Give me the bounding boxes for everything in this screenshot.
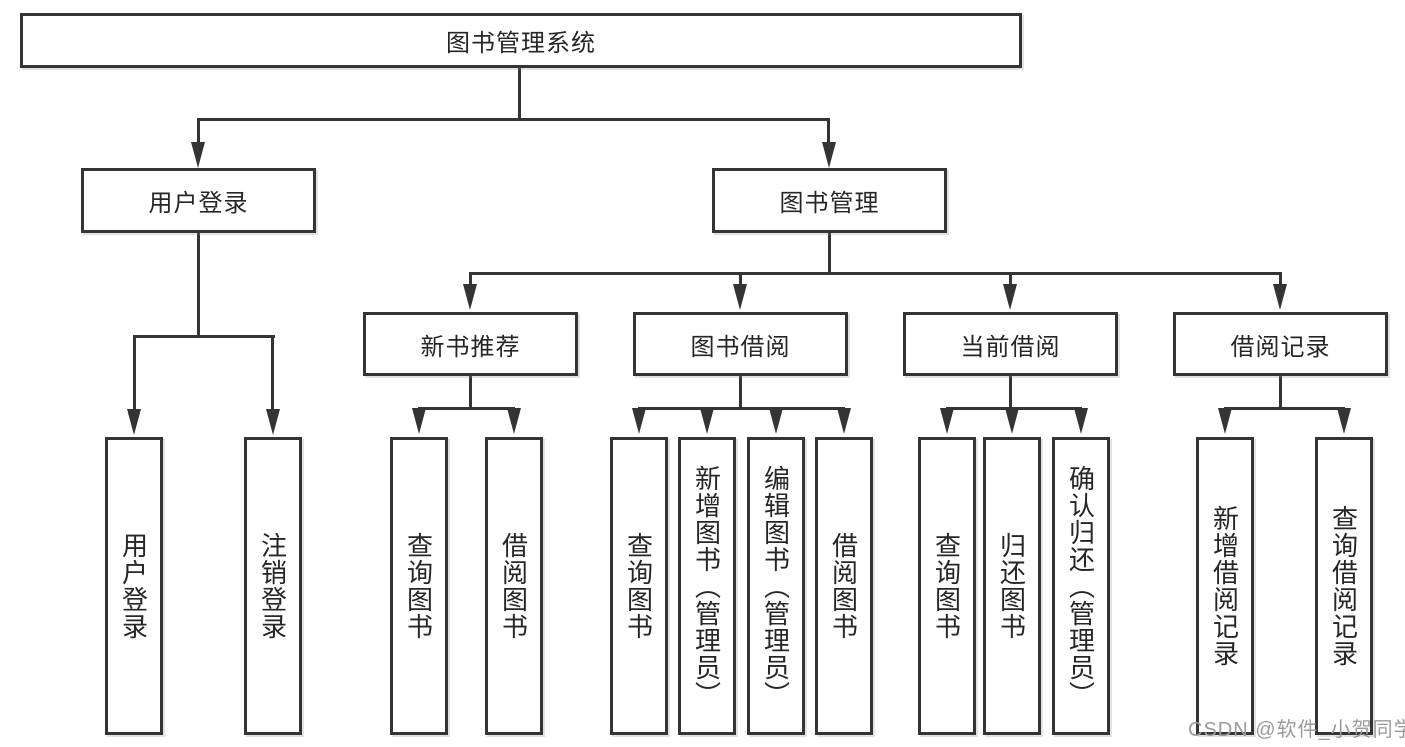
connector-line — [469, 376, 472, 409]
connector-line — [518, 68, 521, 120]
connector-arrow — [1005, 408, 1019, 434]
leaf-query-borrow-record: 查询借阅记录 — [1315, 437, 1373, 735]
connector-line — [271, 335, 274, 409]
leaf-query-books-recommend-label: 查询图书 — [403, 532, 434, 640]
connector-arrow — [463, 284, 477, 310]
connector-line — [469, 272, 1282, 275]
node-user-login: 用户登录 — [81, 168, 316, 233]
leaf-return-books-label: 归还图书 — [996, 532, 1027, 640]
leaf-confirm-return-admin: 确认归还（管理员） — [1052, 437, 1110, 735]
connector-arrow — [1337, 408, 1351, 434]
connector-arrow — [1218, 408, 1232, 434]
connector-line — [469, 272, 472, 286]
connector-arrow — [412, 408, 426, 434]
node-current-borrow-label: 当前借阅 — [960, 333, 1061, 361]
csdn-watermark: CSDN @软件_小贺同学 — [1188, 719, 1405, 741]
connector-line — [739, 376, 742, 409]
connector-line — [133, 335, 275, 338]
leaf-edit-book-admin-label: 编辑图书（管理员） — [760, 464, 791, 708]
connector-arrow — [1003, 284, 1017, 310]
leaf-add-book-admin: 新增图书（管理员） — [678, 437, 736, 735]
connector-line — [1009, 376, 1012, 409]
leaf-logout-label: 注销登录 — [257, 532, 288, 640]
connector-arrow — [632, 408, 646, 434]
leaf-borrow-books-recommend-label: 借阅图书 — [498, 532, 529, 640]
node-book-management: 图书管理 — [712, 168, 947, 233]
connector-arrow — [507, 408, 521, 434]
leaf-query-borrow-record-label: 查询借阅记录 — [1328, 505, 1359, 667]
leaf-borrow-books-label: 借阅图书 — [828, 532, 859, 640]
connector-line — [739, 272, 742, 286]
connector-arrow — [191, 142, 205, 168]
connector-line — [133, 335, 136, 409]
connector-arrow — [266, 409, 280, 435]
connector-arrow — [1074, 408, 1088, 434]
connector-arrow — [700, 408, 714, 434]
node-borrow-records: 借阅记录 — [1173, 312, 1388, 376]
leaf-borrow-books-recommend: 借阅图书 — [485, 437, 543, 735]
leaf-user-login-label: 用户登录 — [118, 532, 149, 640]
connector-line — [1224, 407, 1345, 410]
connector-arrow — [1273, 284, 1287, 310]
connector-line — [1009, 272, 1012, 286]
node-root-label: 图书管理系统 — [446, 30, 596, 57]
connector-line — [197, 118, 830, 121]
leaf-user-login: 用户登录 — [105, 437, 163, 735]
node-current-borrow: 当前借阅 — [903, 312, 1118, 376]
connector-line — [638, 407, 845, 410]
node-new-book-recommend: 新书推荐 — [363, 312, 578, 376]
leaf-edit-book-admin: 编辑图书（管理员） — [747, 437, 805, 735]
leaf-query-books-current: 查询图书 — [918, 437, 976, 735]
leaf-query-books-recommend: 查询图书 — [390, 437, 448, 735]
connector-line — [418, 407, 515, 410]
node-new-book-recommend-label: 新书推荐 — [420, 333, 521, 361]
node-book-borrow: 图书借阅 — [633, 312, 848, 376]
leaf-query-books-current-label: 查询图书 — [931, 532, 962, 640]
node-borrow-records-label: 借阅记录 — [1230, 333, 1331, 361]
connector-line — [197, 118, 200, 146]
connector-arrow — [837, 408, 851, 434]
connector-arrow — [733, 284, 747, 310]
leaf-add-borrow-record-label: 新增借阅记录 — [1209, 505, 1240, 667]
connector-line — [197, 233, 200, 337]
connector-arrow — [769, 408, 783, 434]
connector-line — [1279, 376, 1282, 409]
leaf-return-books: 归还图书 — [983, 437, 1041, 735]
connector-arrow — [127, 409, 141, 435]
connector-line — [827, 118, 830, 146]
connector-line — [1279, 272, 1282, 286]
leaf-borrow-books: 借阅图书 — [815, 437, 873, 735]
node-book-borrow-label: 图书借阅 — [690, 333, 791, 361]
connector-arrow — [940, 408, 954, 434]
connector-line — [828, 233, 831, 275]
leaf-query-books-borrow-label: 查询图书 — [623, 532, 654, 640]
connector-arrow — [822, 142, 836, 168]
leaf-add-book-admin-label: 新增图书（管理员） — [691, 464, 722, 708]
leaf-query-books-borrow: 查询图书 — [610, 437, 668, 735]
leaf-logout: 注销登录 — [244, 437, 302, 735]
node-root: 图书管理系统 — [20, 13, 1022, 68]
node-book-management-label: 图书管理 — [779, 190, 880, 217]
leaf-add-borrow-record: 新增借阅记录 — [1196, 437, 1254, 735]
node-user-login-label: 用户登录 — [148, 190, 249, 217]
leaf-confirm-return-admin-label: 确认归还（管理员） — [1065, 464, 1096, 708]
